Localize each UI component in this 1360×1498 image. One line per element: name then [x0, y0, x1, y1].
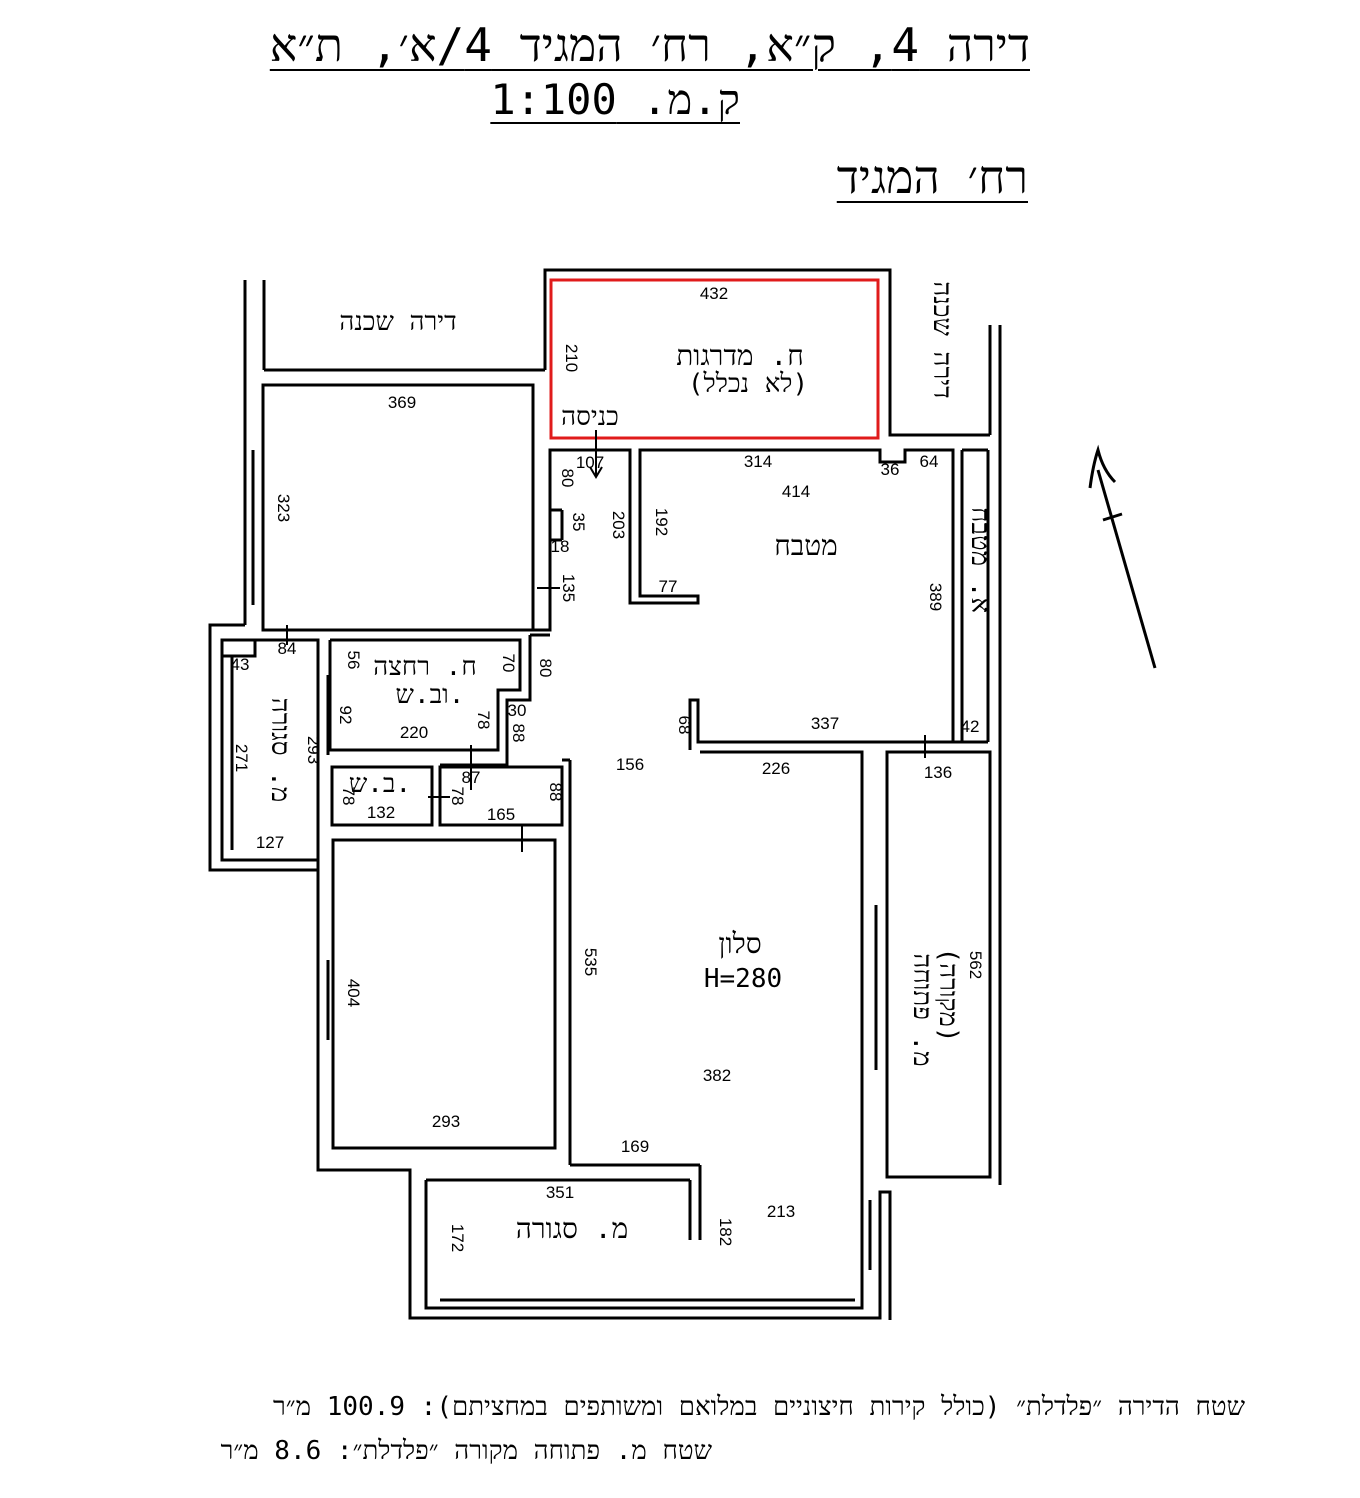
dim-label: 80 [558, 469, 577, 488]
dim-label: 203 [609, 511, 628, 539]
dim-label: 293 [304, 736, 323, 764]
dim-label: 77 [659, 577, 678, 596]
dim-label: 172 [448, 1224, 467, 1252]
dim-label: 404 [344, 979, 363, 1007]
north-arrow-icon [1088, 444, 1157, 669]
dim-label: 78 [448, 787, 467, 806]
dim-label: 88 [509, 724, 528, 743]
dim-label: 136 [924, 763, 952, 782]
dim-label: 337 [811, 714, 839, 733]
dim-label: 92 [336, 706, 355, 725]
dim-label: 169 [621, 1137, 649, 1156]
dim-label: 70 [499, 654, 518, 673]
closed-balcony-left-label: מ. סגורה [265, 698, 295, 802]
dimension-ticks [286, 587, 926, 852]
dim-label: 351 [546, 1183, 574, 1202]
open-balcony-label: מ. פתוחה [907, 953, 937, 1066]
dim-label: 18 [551, 537, 570, 556]
apartment-area-note: שטח הדירה ״פלדלת״ (כולל קירות חיצוניים ב… [273, 1392, 1245, 1422]
dim-label: 165 [487, 805, 515, 824]
living-room-label: סלון [718, 927, 761, 960]
dim-label: 43 [231, 655, 250, 674]
dim-label: 36 [881, 460, 900, 479]
dim-label: 30 [508, 701, 527, 720]
living-height-label: H=280 [704, 964, 782, 994]
dim-label: 192 [652, 508, 671, 536]
page-title: דירה 4, ק״א, רח׳ המגיד 4/א׳, ת״א [269, 18, 1030, 72]
dim-label: 84 [278, 639, 297, 658]
dim-label: 35 [569, 513, 588, 532]
dim-label: 271 [232, 744, 251, 772]
dim-label: 42 [961, 717, 980, 736]
dim-label: 562 [966, 951, 985, 979]
dim-label: 382 [703, 1066, 731, 1085]
dim-label: 293 [432, 1112, 460, 1131]
pantry-label: א. מטבח [965, 507, 995, 613]
stairwell-highlight [549, 278, 880, 440]
dim-label: 135 [559, 574, 578, 602]
dim-label: 389 [926, 583, 945, 611]
neighbor-left-label: דירה שכנה [339, 307, 456, 337]
street-label: רח׳ המגיד [836, 150, 1028, 204]
dim-label: 213 [767, 1202, 795, 1221]
dim-label: 535 [581, 948, 600, 976]
dim-label: 220 [400, 723, 428, 742]
walls [208, 268, 1002, 1320]
dim-label: 182 [716, 1218, 735, 1246]
dim-label: 414 [782, 482, 810, 501]
bathroom-label-2: וב.ש. [396, 680, 465, 710]
dim-label: 127 [256, 833, 284, 852]
toilet-label: ב.ש. [349, 769, 411, 799]
neighbor-right-label: דירה שכנה [927, 281, 957, 398]
dim-label: 88 [546, 783, 565, 802]
stairwell-label: ח. מדרגות [676, 339, 804, 372]
dim-label: 369 [388, 393, 416, 412]
entrance-arrow-icon [589, 430, 603, 479]
dim-label: 156 [616, 755, 644, 774]
scale-label: ק.מ. 1:100 [490, 75, 740, 124]
kitchen-label: מטבח [774, 529, 838, 562]
dim-label: 323 [274, 494, 293, 522]
dim-label: 56 [344, 651, 363, 670]
dim-label: 314 [744, 452, 772, 471]
open-balcony-note: (מקורה) [933, 947, 963, 1042]
dim-label: 226 [762, 759, 790, 778]
dim-label: 107 [576, 453, 604, 472]
entrance-label: כניסה [561, 402, 619, 432]
balcony-area-note: שטח מ. פתוחה מקורה ״פלדלת״: 8.6 מ״ר [220, 1436, 712, 1466]
dim-label: 68 [675, 716, 694, 735]
dim-label: 78 [474, 711, 493, 730]
dim-label: 64 [920, 452, 939, 471]
dim-label: 87 [462, 768, 481, 787]
dim-label: 432 [700, 284, 728, 303]
bathroom-label: ח. רחצה [373, 652, 476, 682]
closed-balcony-bottom-label: מ. סגורה [516, 1212, 629, 1245]
dim-label: 78 [339, 787, 358, 806]
dim-label: 80 [536, 659, 555, 678]
stairwell-note: (לא נכלל) [688, 369, 808, 399]
dim-label: 210 [562, 344, 581, 372]
dim-label: 132 [367, 803, 395, 822]
